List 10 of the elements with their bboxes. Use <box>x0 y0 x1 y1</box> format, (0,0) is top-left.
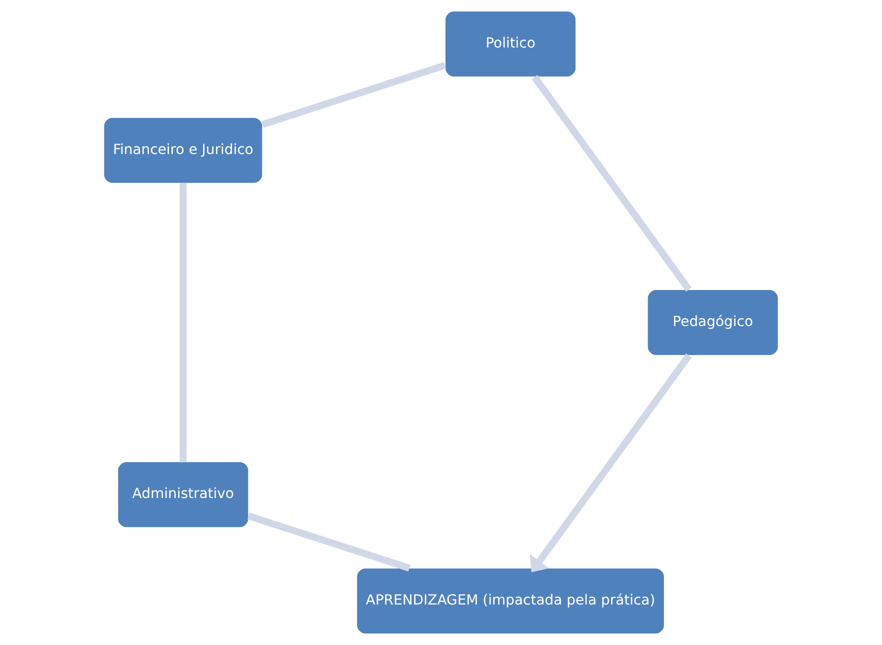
connector <box>532 75 692 292</box>
node-box: Pedagógico <box>647 289 779 356</box>
connector <box>180 183 187 462</box>
node-box: Financeiro e Juridico <box>103 117 263 184</box>
connector <box>247 512 410 572</box>
connector <box>262 62 446 128</box>
node-box: Politico <box>444 10 576 78</box>
node-box: Administrativo <box>117 461 249 528</box>
node-box: APRENDIZAGEM (impactada pela prática) <box>356 568 665 634</box>
arrow <box>530 353 692 572</box>
